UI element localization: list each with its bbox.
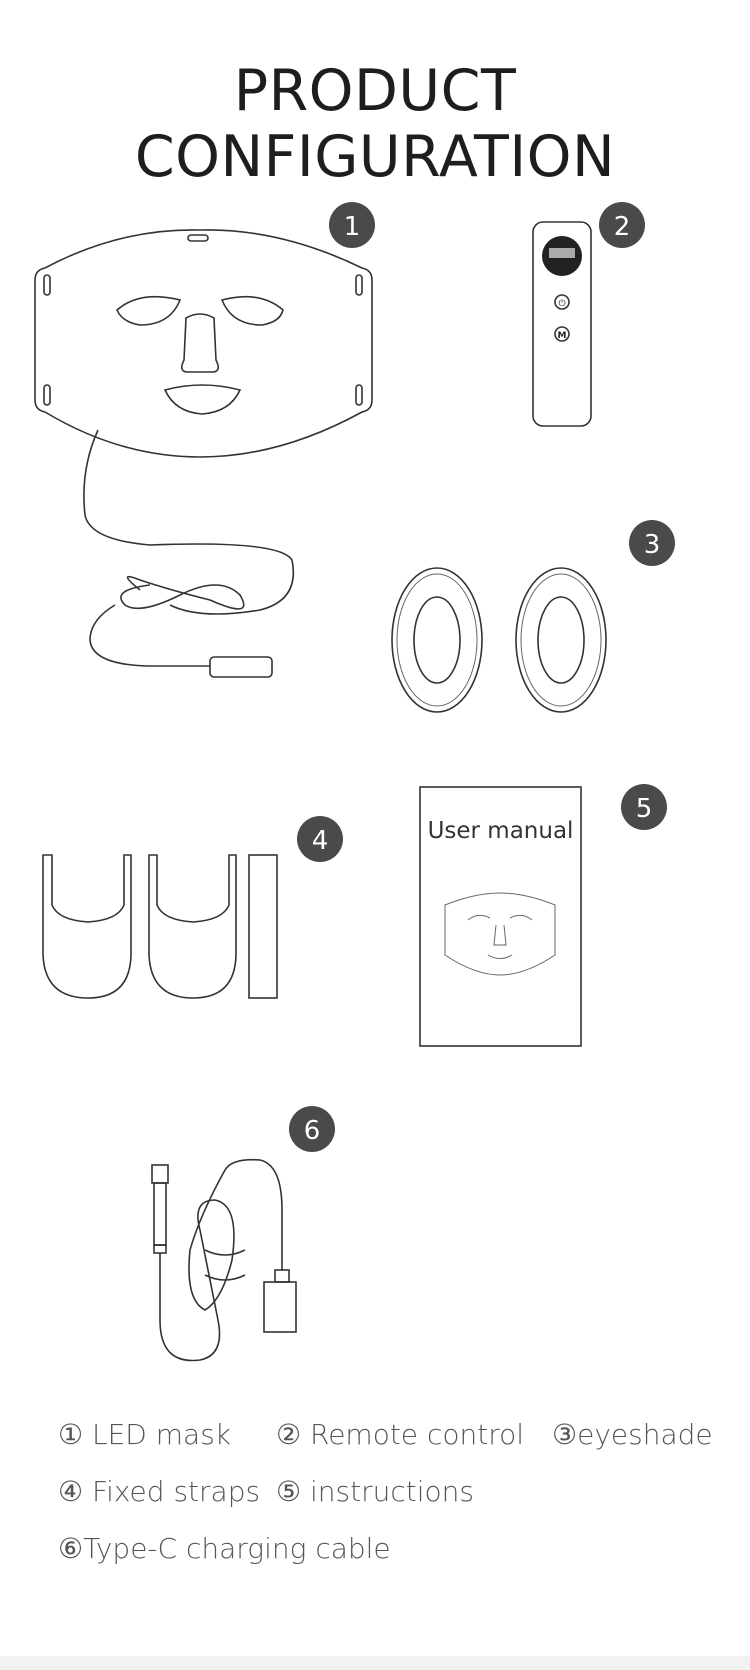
eyeshade-illustration [391, 567, 607, 713]
bottom-divider [0, 1656, 750, 1670]
svg-text:5: 5 [636, 794, 653, 824]
legend-item-remote-control: ② Remote control [276, 1418, 524, 1451]
legend-item-fixed-straps: ④ Fixed straps [58, 1475, 261, 1508]
svg-text:M: M [558, 331, 567, 341]
legend-item-eyeshade: ③eyeshade [552, 1418, 713, 1451]
fixed-straps-illustration [42, 854, 278, 999]
svg-text:1: 1 [344, 212, 361, 242]
user-manual-illustration [419, 786, 582, 1047]
remote-control-illustration: ⏻ M [532, 221, 592, 427]
badge-5: 5 [621, 784, 667, 830]
led-mask-illustration [34, 229, 373, 678]
svg-text:4: 4 [312, 826, 329, 856]
badge-3: 3 [629, 520, 675, 566]
svg-text:6: 6 [304, 1116, 321, 1146]
badge-1: 1 [329, 202, 375, 248]
legend-item-instructions: ⑤ instructions [276, 1475, 474, 1508]
svg-text:⏻: ⏻ [558, 298, 565, 309]
badge-2: 2 [599, 202, 645, 248]
svg-text:2: 2 [614, 212, 631, 242]
page-title: PRODUCT CONFIGURATION [134, 58, 616, 190]
svg-text:3: 3 [644, 530, 661, 560]
type-c-cable-illustration [151, 1158, 297, 1362]
user-manual-label: User manual [427, 818, 574, 844]
badge-6: 6 [289, 1106, 335, 1152]
legend-item-led-mask: ① LED mask [58, 1418, 231, 1451]
legend-item-type-c-cable: ⑥Type-C charging cable [58, 1532, 391, 1565]
badge-4: 4 [297, 816, 343, 862]
